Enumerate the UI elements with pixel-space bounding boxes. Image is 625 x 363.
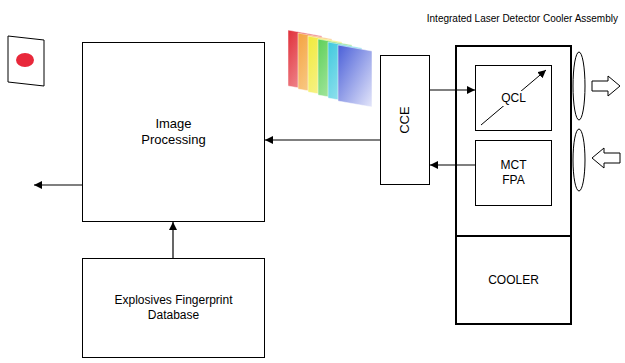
laser-box: QCL [475,65,552,131]
output-image [8,36,44,86]
node-label: CCE [397,104,413,135]
lens [573,52,585,120]
controller-box: CCE [380,55,430,185]
tuning-arrow [481,70,546,125]
assembly-box: Integrated Laser Detector Cooler Assembl… [455,45,572,325]
node-label: COOLER [486,273,541,288]
node-label: MCT FPA [490,158,538,188]
detector-box: MCT FPA [475,140,552,206]
node-label: QCL [499,91,528,106]
output-arrow [34,184,82,185]
signal-arrow [430,89,475,90]
lens [573,129,585,191]
beam-out-arrow [592,76,620,96]
cooler-box: COOLER [457,235,570,323]
signal-arrow [430,164,475,165]
assembly-heading: Integrated Laser Detector Cooler Assembl… [425,13,620,26]
node-label: Image Processing [127,116,221,149]
node-label: Explosives Fingerprint Database [97,293,251,323]
database-box: Explosives Fingerprint Database [82,258,265,358]
signal-arrow [265,139,380,140]
process-box: Image Processing [82,42,265,222]
beam-in-arrow [592,148,620,168]
signal-arrow [172,222,173,258]
detection-blob [16,53,34,67]
spectral-frames [288,30,372,107]
